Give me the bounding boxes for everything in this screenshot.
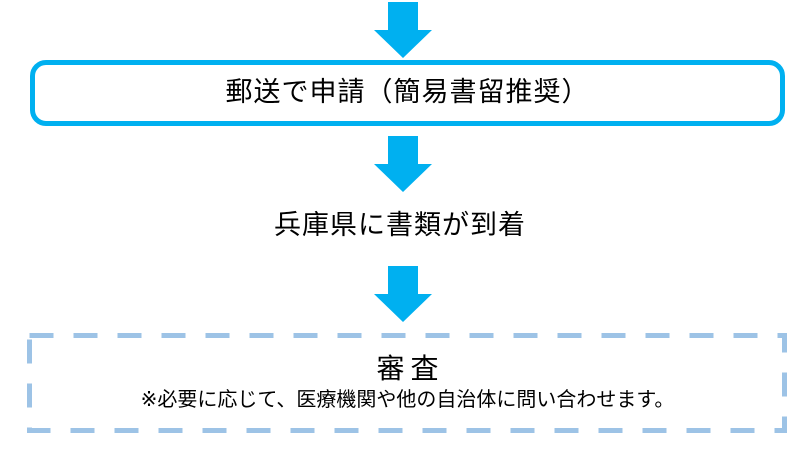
- flow-connector-2: [374, 136, 432, 192]
- flow-connector-1: [374, 2, 432, 58]
- step-apply-by-mail-box: 郵送で申請（簡易書留推奨）: [30, 60, 785, 126]
- down-arrow-icon: [374, 266, 432, 322]
- step-review-box-border: [27, 333, 787, 433]
- down-arrow-shape: [374, 266, 432, 322]
- step-review-label: 審査: [376, 353, 445, 384]
- step-documents-arrive-label: 兵庫県に書類が到着: [274, 210, 526, 240]
- down-arrow-shape: [374, 2, 432, 58]
- step-apply-by-mail-label: 郵送で申請（簡易書留推奨）: [225, 77, 590, 108]
- dashed-rect: [27, 333, 787, 433]
- down-arrow-shape: [374, 136, 432, 192]
- flow-connector-3: [374, 266, 432, 322]
- step-review-box: 審査 ※必要に応じて、医療機関や他の自治体に問い合わせます。: [30, 335, 785, 431]
- down-arrow-icon: [374, 136, 432, 192]
- step-review-note: ※必要に応じて、医療機関や他の自治体に問い合わせます。: [140, 389, 675, 411]
- down-arrow-icon: [374, 2, 432, 58]
